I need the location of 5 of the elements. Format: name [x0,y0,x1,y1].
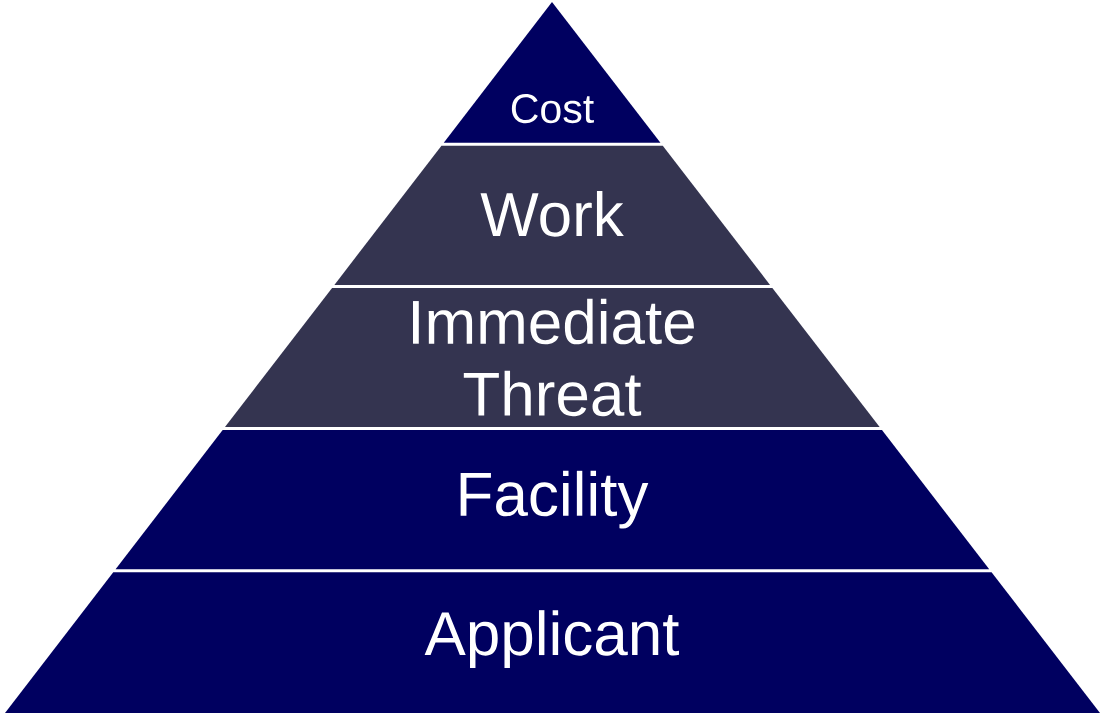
pyramid-band: Applicant [5,572,1100,713]
pyramid-band: Immediate Threat [224,287,880,428]
pyramid-band: Cost [443,2,661,143]
pyramid-band: Work [334,145,771,285]
pyramid-band: Facility [115,430,990,570]
